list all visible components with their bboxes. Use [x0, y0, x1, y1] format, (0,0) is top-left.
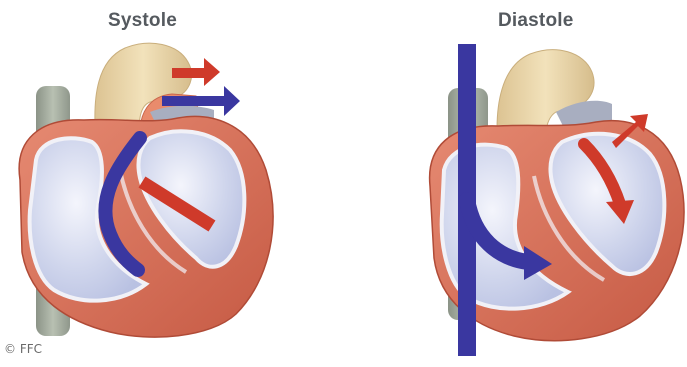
systole-title: Systole: [108, 10, 177, 32]
copyright-credit: © FFC: [4, 342, 42, 356]
diastole-title: Diastole: [498, 10, 574, 32]
